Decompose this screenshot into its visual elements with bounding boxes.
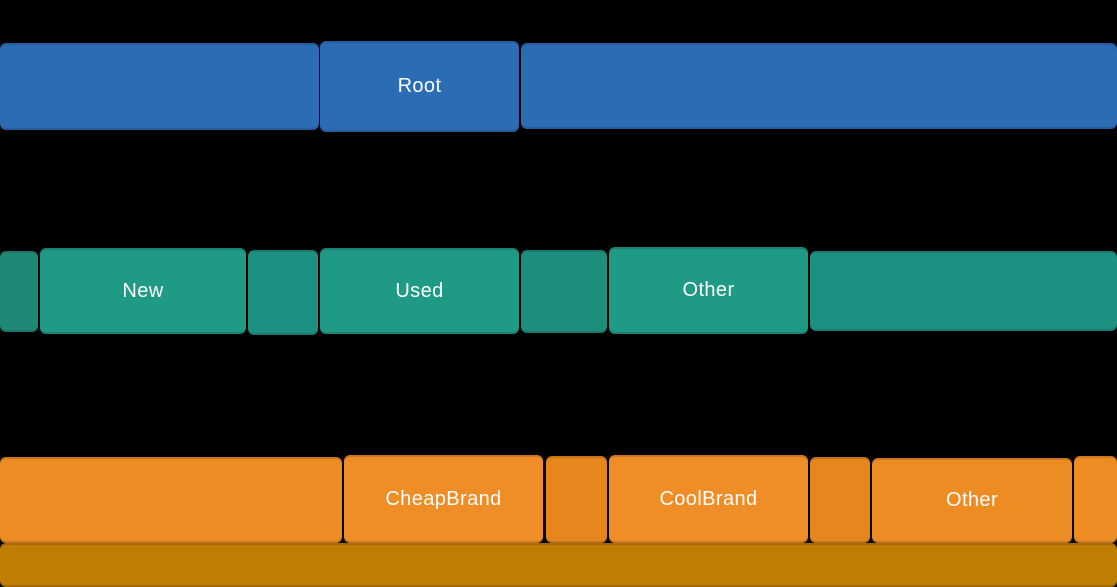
tile-level1-seg-c[interactable]	[248, 250, 318, 335]
tile-level2-other[interactable]: Other	[872, 458, 1072, 543]
tile-level1-seg-a[interactable]	[0, 251, 38, 332]
tile-level1-other[interactable]: Other	[609, 247, 808, 334]
tile-level3-strip[interactable]	[0, 543, 1117, 587]
tile-label-level1-new: New	[122, 279, 164, 302]
tile-level1-seg-g[interactable]	[810, 251, 1117, 331]
tile-label-level1-other: Other	[682, 279, 735, 301]
tile-level1-seg-e[interactable]	[521, 250, 607, 333]
tile-label-level2-other: Other	[945, 489, 999, 511]
tile-level2-seg-j[interactable]	[546, 456, 607, 543]
tile-root[interactable]: Root	[320, 41, 519, 132]
tile-level1-used[interactable]: Used	[320, 248, 519, 334]
tile-label-level2-cheapbrand: CheapBrand	[385, 487, 502, 510]
tile-level2-cheapbrand[interactable]: CheapBrand	[344, 455, 543, 543]
tile-level2-seg-h[interactable]	[0, 457, 342, 543]
tile-label-root: Root	[397, 75, 442, 97]
tile-label-level1-used: Used	[395, 279, 444, 302]
tile-level2-coolbrand[interactable]: CoolBrand	[609, 455, 808, 543]
tile-level1-new[interactable]: New	[40, 248, 246, 334]
tile-level2-seg-n[interactable]	[1074, 456, 1117, 543]
tile-root-left[interactable]	[0, 43, 319, 130]
tile-root-right[interactable]	[521, 43, 1117, 129]
tile-label-level2-coolbrand: CoolBrand	[659, 487, 758, 510]
tile-level2-seg-l[interactable]	[810, 457, 870, 543]
